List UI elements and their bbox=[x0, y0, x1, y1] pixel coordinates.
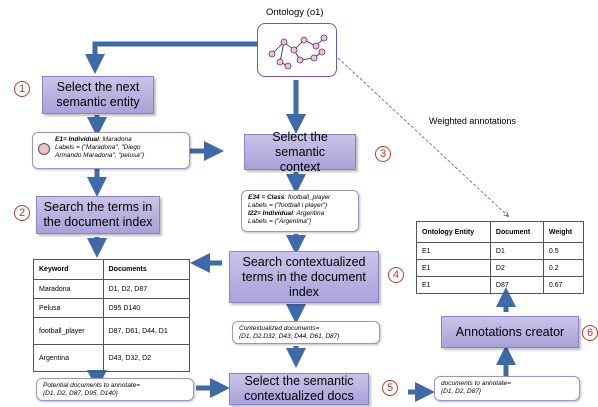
potential-docs-label: Potential documents to annotate= bbox=[43, 382, 141, 389]
contextualized-docs-value: {D1, D2,D32, D43, D44, D61, D87} bbox=[239, 333, 340, 340]
step-number-6: 6 bbox=[582, 325, 598, 341]
table-cell: Pelusa bbox=[33, 298, 104, 318]
arrow-ontology-to-step1 bbox=[85, 41, 258, 74]
step-select-entity: Select the next semantic entity bbox=[42, 76, 154, 114]
step-select-context: Select the semantic context bbox=[244, 130, 356, 174]
table-cell: D2 bbox=[489, 259, 544, 277]
annotate-docs-label: documents to annotate= bbox=[441, 380, 511, 387]
table-cell: 0.2 bbox=[542, 259, 585, 277]
table-cell: 0.67 bbox=[542, 276, 585, 294]
entity-type: E1= Individual bbox=[55, 136, 99, 143]
step-number-2: 2 bbox=[14, 205, 30, 221]
entity-marker-icon bbox=[38, 143, 50, 155]
table-cell: D1 bbox=[489, 242, 544, 260]
context-labels-2: Labels = {"Argentina"} bbox=[248, 218, 312, 225]
table-cell: E1 bbox=[416, 276, 491, 294]
annotate-docs-note: documents to annotate= {D1, D2, D87} bbox=[434, 376, 580, 401]
annotate-docs-value: {D1, D2, D87} bbox=[441, 388, 482, 395]
step-search-terms: Search the terms in the document index bbox=[36, 196, 160, 234]
context-note: E34 = Class: football_player Labels = {"… bbox=[241, 190, 359, 232]
context-class: E34 = Class bbox=[248, 194, 285, 201]
weight-col-header: Weight bbox=[542, 221, 585, 243]
entity-name: : Maradona bbox=[98, 136, 132, 143]
table-cell: 0.5 bbox=[542, 242, 585, 260]
table-cell: D95 D140 bbox=[102, 298, 191, 318]
table-cell: football_player bbox=[33, 317, 104, 345]
ontology-box bbox=[257, 23, 337, 77]
document-col-header: Document bbox=[489, 221, 544, 243]
table-cell: Argentina bbox=[33, 344, 104, 372]
step-annotations-creator: Annotations creator bbox=[441, 316, 579, 348]
ontology-graph-icon bbox=[268, 34, 328, 70]
potential-docs-note: Potential documents to annotate= {D1, D2… bbox=[36, 378, 194, 401]
table-cell: D87, D61, D44, D1 bbox=[102, 317, 191, 345]
step-number-1: 1 bbox=[14, 81, 30, 97]
entity-note: E1= Individual: Maradona Labels = {"Mara… bbox=[32, 132, 190, 169]
table-cell: Maradona bbox=[33, 279, 104, 299]
weighted-annotations-line bbox=[337, 57, 508, 216]
table-cell: D87 bbox=[489, 276, 544, 294]
context-individual: I22= Individual bbox=[248, 210, 293, 217]
step-select-contextualized-docs: Select the semantic contextualized docs bbox=[229, 373, 369, 405]
contextualized-docs-note: Contextualized documents= {D1, D2,D32, D… bbox=[232, 321, 380, 344]
context-class-name: : football_player bbox=[284, 194, 331, 201]
documents-col-header: Documents bbox=[102, 259, 191, 280]
entity-labels-1: Labels = {"Maradona", "Diego bbox=[55, 144, 141, 151]
step-search-contextualized: Search contextualized terms in the docum… bbox=[229, 251, 379, 303]
table-cell: E1 bbox=[416, 259, 491, 277]
potential-docs-value: {D1, D2, D87, D95, D140} bbox=[43, 390, 118, 397]
context-individual-name: : Argentina bbox=[292, 210, 325, 217]
step-number-3: 3 bbox=[375, 146, 391, 162]
contextualized-docs-label: Contextualized documents= bbox=[239, 325, 320, 332]
entity-labels-2: Armando Maradona", "pelusa"} bbox=[55, 152, 145, 159]
ontology-title: Ontology (o1) bbox=[266, 7, 324, 18]
step-number-5: 5 bbox=[382, 380, 398, 396]
ontology-entity-col-header: Ontology Entity bbox=[416, 221, 491, 243]
context-labels-1: Labels = {"football l player"} bbox=[248, 202, 328, 209]
table-cell: D1, D2, D87 bbox=[102, 279, 191, 299]
keyword-col-header: Keyword bbox=[33, 259, 104, 280]
table-cell: E1 bbox=[416, 242, 491, 260]
table-cell: D43, D32, D2 bbox=[102, 344, 191, 372]
step-number-4: 4 bbox=[388, 267, 404, 283]
weighted-annotations-label: Weighted annotations bbox=[429, 116, 516, 126]
